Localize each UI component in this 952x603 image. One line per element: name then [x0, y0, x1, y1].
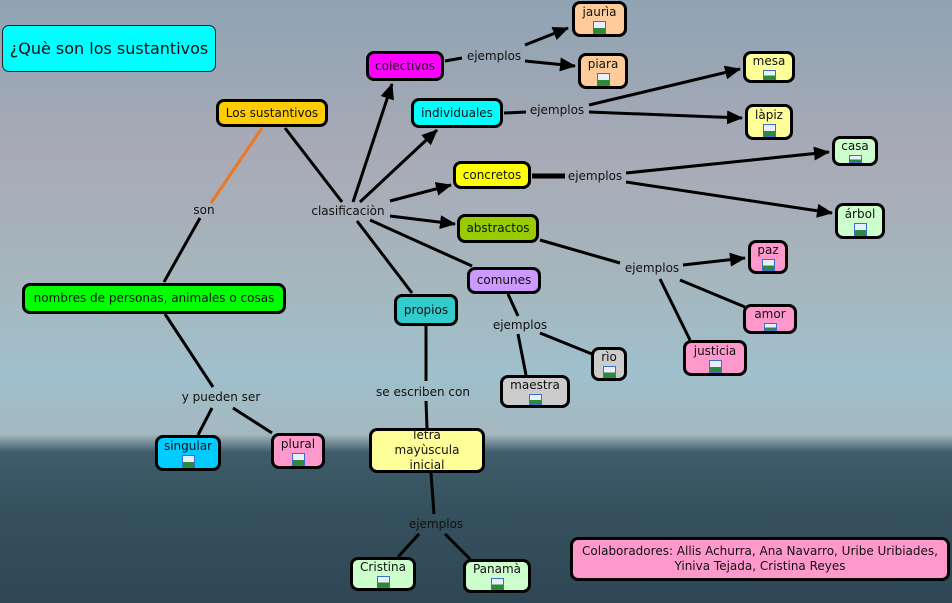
label: mesa — [752, 54, 786, 68]
concept-casa[interactable]: casa — [832, 136, 878, 166]
concept-justicia[interactable]: justicia — [683, 340, 747, 376]
concept-individuales[interactable]: individuales — [411, 98, 503, 128]
concept-abstractos[interactable]: abstractos — [457, 214, 539, 243]
image-icon[interactable] — [853, 222, 867, 236]
image-icon[interactable] — [761, 259, 775, 271]
label: maestra — [510, 378, 560, 392]
link-ejemplos-concretos[interactable]: ejemplos — [567, 169, 623, 183]
image-icon[interactable] — [708, 359, 722, 373]
label: casa — [841, 139, 869, 153]
concept-amor[interactable]: amor — [743, 304, 797, 334]
link-ejemplos-letra[interactable]: ejemplos — [408, 517, 464, 531]
concept-piara[interactable]: piara — [578, 53, 628, 89]
link-clasificacion[interactable]: clasificaciòn — [311, 204, 385, 218]
concept-singular[interactable]: singular — [155, 435, 221, 471]
concept-mesa[interactable]: mesa — [743, 51, 795, 83]
concept-cristina[interactable]: Cristina — [350, 557, 416, 591]
concept-lapiz[interactable]: làpiz — [745, 104, 793, 140]
link-ejemplos-abstractos[interactable]: ejemplos — [624, 261, 680, 275]
image-icon[interactable] — [762, 123, 776, 137]
image-icon[interactable] — [596, 72, 610, 86]
concept-colectivos[interactable]: colectivos — [366, 51, 444, 81]
concept-concretos[interactable]: concretos — [453, 161, 531, 189]
link-pueden-ser[interactable]: y pueden ser — [181, 390, 261, 404]
image-icon[interactable] — [528, 394, 542, 405]
link-ejemplos-individuales[interactable]: ejemplos — [529, 103, 585, 117]
concept-jauria[interactable]: jaurìa — [572, 1, 627, 37]
concept-arbol[interactable]: árbol — [835, 203, 885, 239]
image-icon[interactable] — [593, 20, 606, 34]
concept-rio[interactable]: rìo — [591, 347, 627, 381]
link-se-escriben-con[interactable]: se escriben con — [376, 385, 470, 399]
link-ejemplos-comunes[interactable]: ejemplos — [492, 318, 548, 332]
concept-paz[interactable]: paz — [748, 240, 788, 274]
label: Cristina — [360, 560, 406, 574]
image-icon[interactable] — [762, 70, 776, 80]
concept-maestra[interactable]: maestra — [500, 375, 570, 408]
concept-comunes[interactable]: comunes — [467, 267, 541, 294]
image-icon[interactable] — [181, 454, 195, 468]
image-icon[interactable] — [376, 576, 390, 588]
label: Panamà — [472, 562, 522, 576]
concept-panama[interactable]: Panamà — [463, 559, 531, 593]
link-son[interactable]: son — [193, 203, 215, 217]
concept-propios[interactable]: propios — [394, 294, 458, 326]
image-icon[interactable] — [490, 578, 504, 590]
label: rìo — [601, 350, 617, 364]
label: amor — [754, 307, 786, 321]
concept-letra-mayuscula[interactable]: letra mayùscula inicial — [369, 428, 485, 473]
map-title: ¿Què son los sustantivos — [2, 25, 216, 72]
label: jaurìa — [582, 4, 617, 19]
concept-plural[interactable]: plural — [271, 433, 325, 469]
image-icon[interactable] — [602, 366, 616, 378]
link-ejemplos-colectivos[interactable]: ejemplos — [466, 49, 522, 63]
credits-box: Colaboradores: Allis Achurra, Ana Navarr… — [570, 537, 950, 581]
label: singular — [163, 438, 213, 453]
image-icon[interactable] — [291, 452, 305, 466]
label: árbol — [844, 206, 876, 221]
label: paz — [757, 243, 779, 257]
image-icon[interactable] — [763, 323, 777, 331]
label: plural — [280, 436, 316, 451]
concept-los-sustantivos[interactable]: Los sustantivos — [216, 99, 328, 127]
image-icon[interactable] — [848, 155, 862, 163]
label: piara — [587, 56, 619, 71]
label: justicia — [693, 343, 737, 358]
label: làpiz — [755, 107, 783, 122]
concept-nombres[interactable]: nombres de personas, animales o cosas — [22, 283, 286, 314]
